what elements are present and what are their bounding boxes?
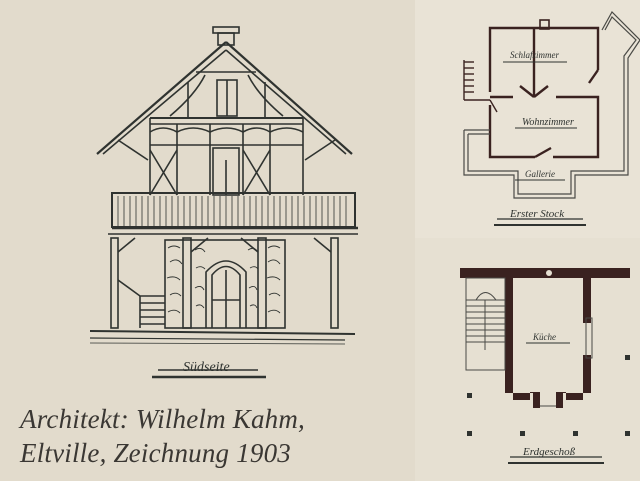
caption-line-1: Architekt: Wilhelm Kahm, (20, 404, 305, 434)
elevation-label: Südseite (183, 360, 230, 375)
caption-line-2: Eltville, Zeichnung 1903 (20, 438, 292, 468)
room-label-wohnzimmer: Wohnzimmer (522, 117, 574, 128)
caption: Architekt: Wilhelm Kahm, Eltville, Zeich… (20, 402, 305, 470)
room-label-gallerie: Gallerie (525, 169, 555, 179)
ground-floor-plan-title: Erdgeschoß (523, 446, 576, 458)
room-label-kueche: Küche (533, 332, 556, 342)
bottom-right-panel (415, 238, 640, 481)
first-floor-plan-title: Erster Stock (510, 208, 565, 220)
room-label-schlafzimmer: Schlafzimmer (510, 50, 559, 60)
